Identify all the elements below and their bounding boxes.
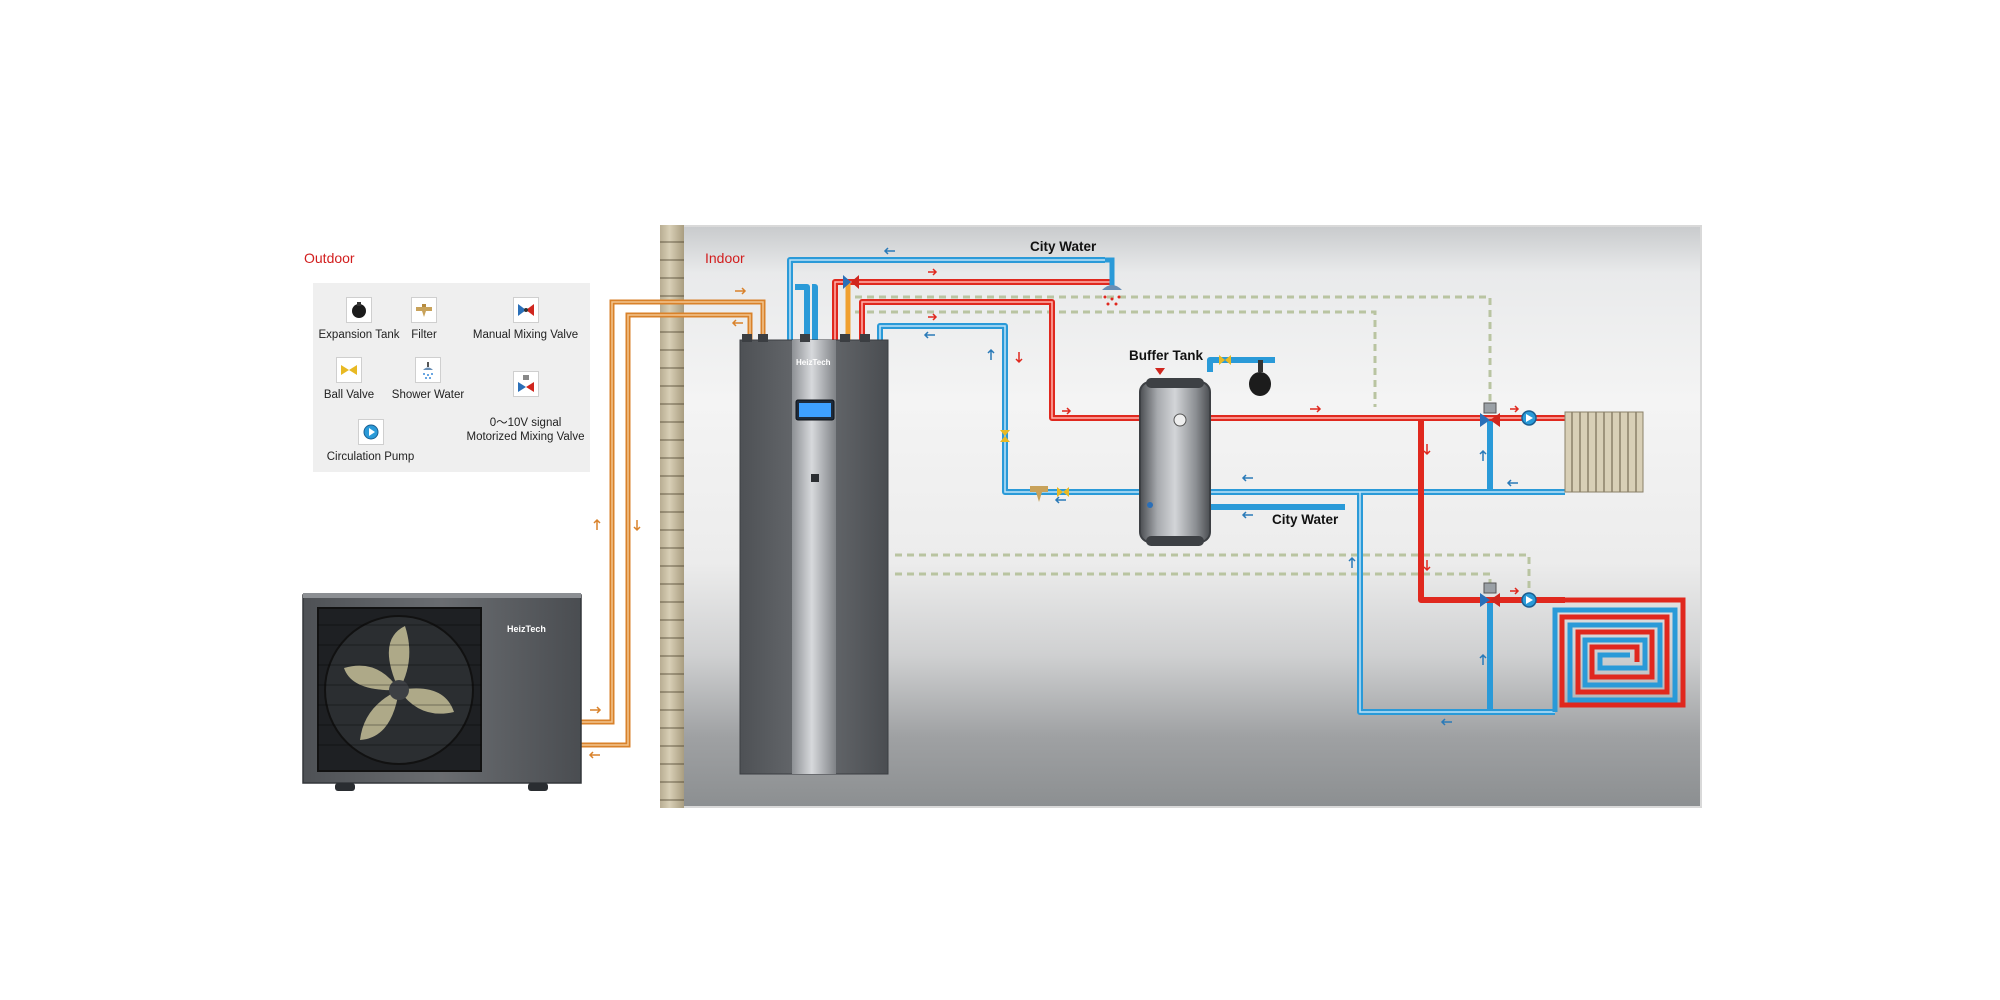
- motorized-mixing-valve-icon: [1480, 402, 1500, 607]
- city-water-top-label: City Water: [1030, 239, 1097, 254]
- filter-icon: [411, 297, 437, 323]
- legend-item-expansion-tank: Expansion Tank: [313, 297, 405, 342]
- manual-mixing-valve-icon: [512, 297, 539, 323]
- manual-mixing-valve-icon: [843, 275, 859, 289]
- legend-item-ball-valve: Ball Valve: [313, 357, 385, 402]
- legend-label: Manual Mixing Valve: [472, 329, 579, 341]
- legend-label: Shower Water: [391, 389, 465, 401]
- legend-label: Expansion Tank: [318, 329, 400, 341]
- flow-arrows: [588, 247, 1520, 759]
- shower-head-icon: [1102, 257, 1122, 306]
- filter-icon: [1030, 486, 1048, 502]
- shower-water-icon: [415, 357, 441, 383]
- expansion-tank-icon: [1249, 360, 1271, 396]
- indoor-brand-logo: HeizTech: [796, 358, 831, 367]
- motorized-mixing-valve-icon: [512, 371, 539, 397]
- outdoor-unit: [302, 593, 582, 791]
- outdoor-label: Outdoor: [304, 250, 355, 266]
- circulation-pump-icon: [1521, 410, 1537, 608]
- outdoor-brand-logo: HeizTech: [507, 624, 546, 634]
- refrigerant-lines: [580, 299, 766, 748]
- indoor-unit: [739, 334, 889, 775]
- circulation-pump-icon: [357, 419, 384, 445]
- legend-item-motorized-mixing-valve: 0～10V signal Motorized Mixing Valve: [463, 357, 588, 458]
- buffer-tank-label: Buffer Tank: [1129, 348, 1204, 363]
- legend-panel: Expansion Tank Filter Manual Mixing Valv…: [313, 283, 590, 472]
- legend-label: Circulation Pump: [326, 451, 415, 463]
- city-water-bottom-label: City Water: [1272, 512, 1339, 527]
- legend-item-filter: Filter: [398, 297, 450, 342]
- legend-item-shower-water: Shower Water: [388, 357, 468, 402]
- buffer-tank-marker: [1155, 368, 1165, 375]
- stone-wall: [660, 225, 684, 808]
- buffer-tank: [1139, 378, 1211, 546]
- legend-item-manual-mixing-valve: Manual Mixing Valve: [463, 297, 588, 342]
- floor-heating-coil: [1552, 597, 1686, 712]
- ball-valve-icon: [336, 357, 362, 383]
- legend-label: 0～10V signal Motorized Mixing Valve: [466, 417, 585, 443]
- legend-label: Filter: [411, 329, 437, 341]
- ball-valve-icon: [1000, 355, 1231, 497]
- legend-label: Ball Valve: [323, 389, 375, 401]
- indoor-label: Indoor: [705, 250, 745, 266]
- legend-item-circulation-pump: Circulation Pump: [323, 419, 418, 464]
- expansion-tank-icon: [346, 297, 372, 323]
- radiator: [1564, 411, 1644, 493]
